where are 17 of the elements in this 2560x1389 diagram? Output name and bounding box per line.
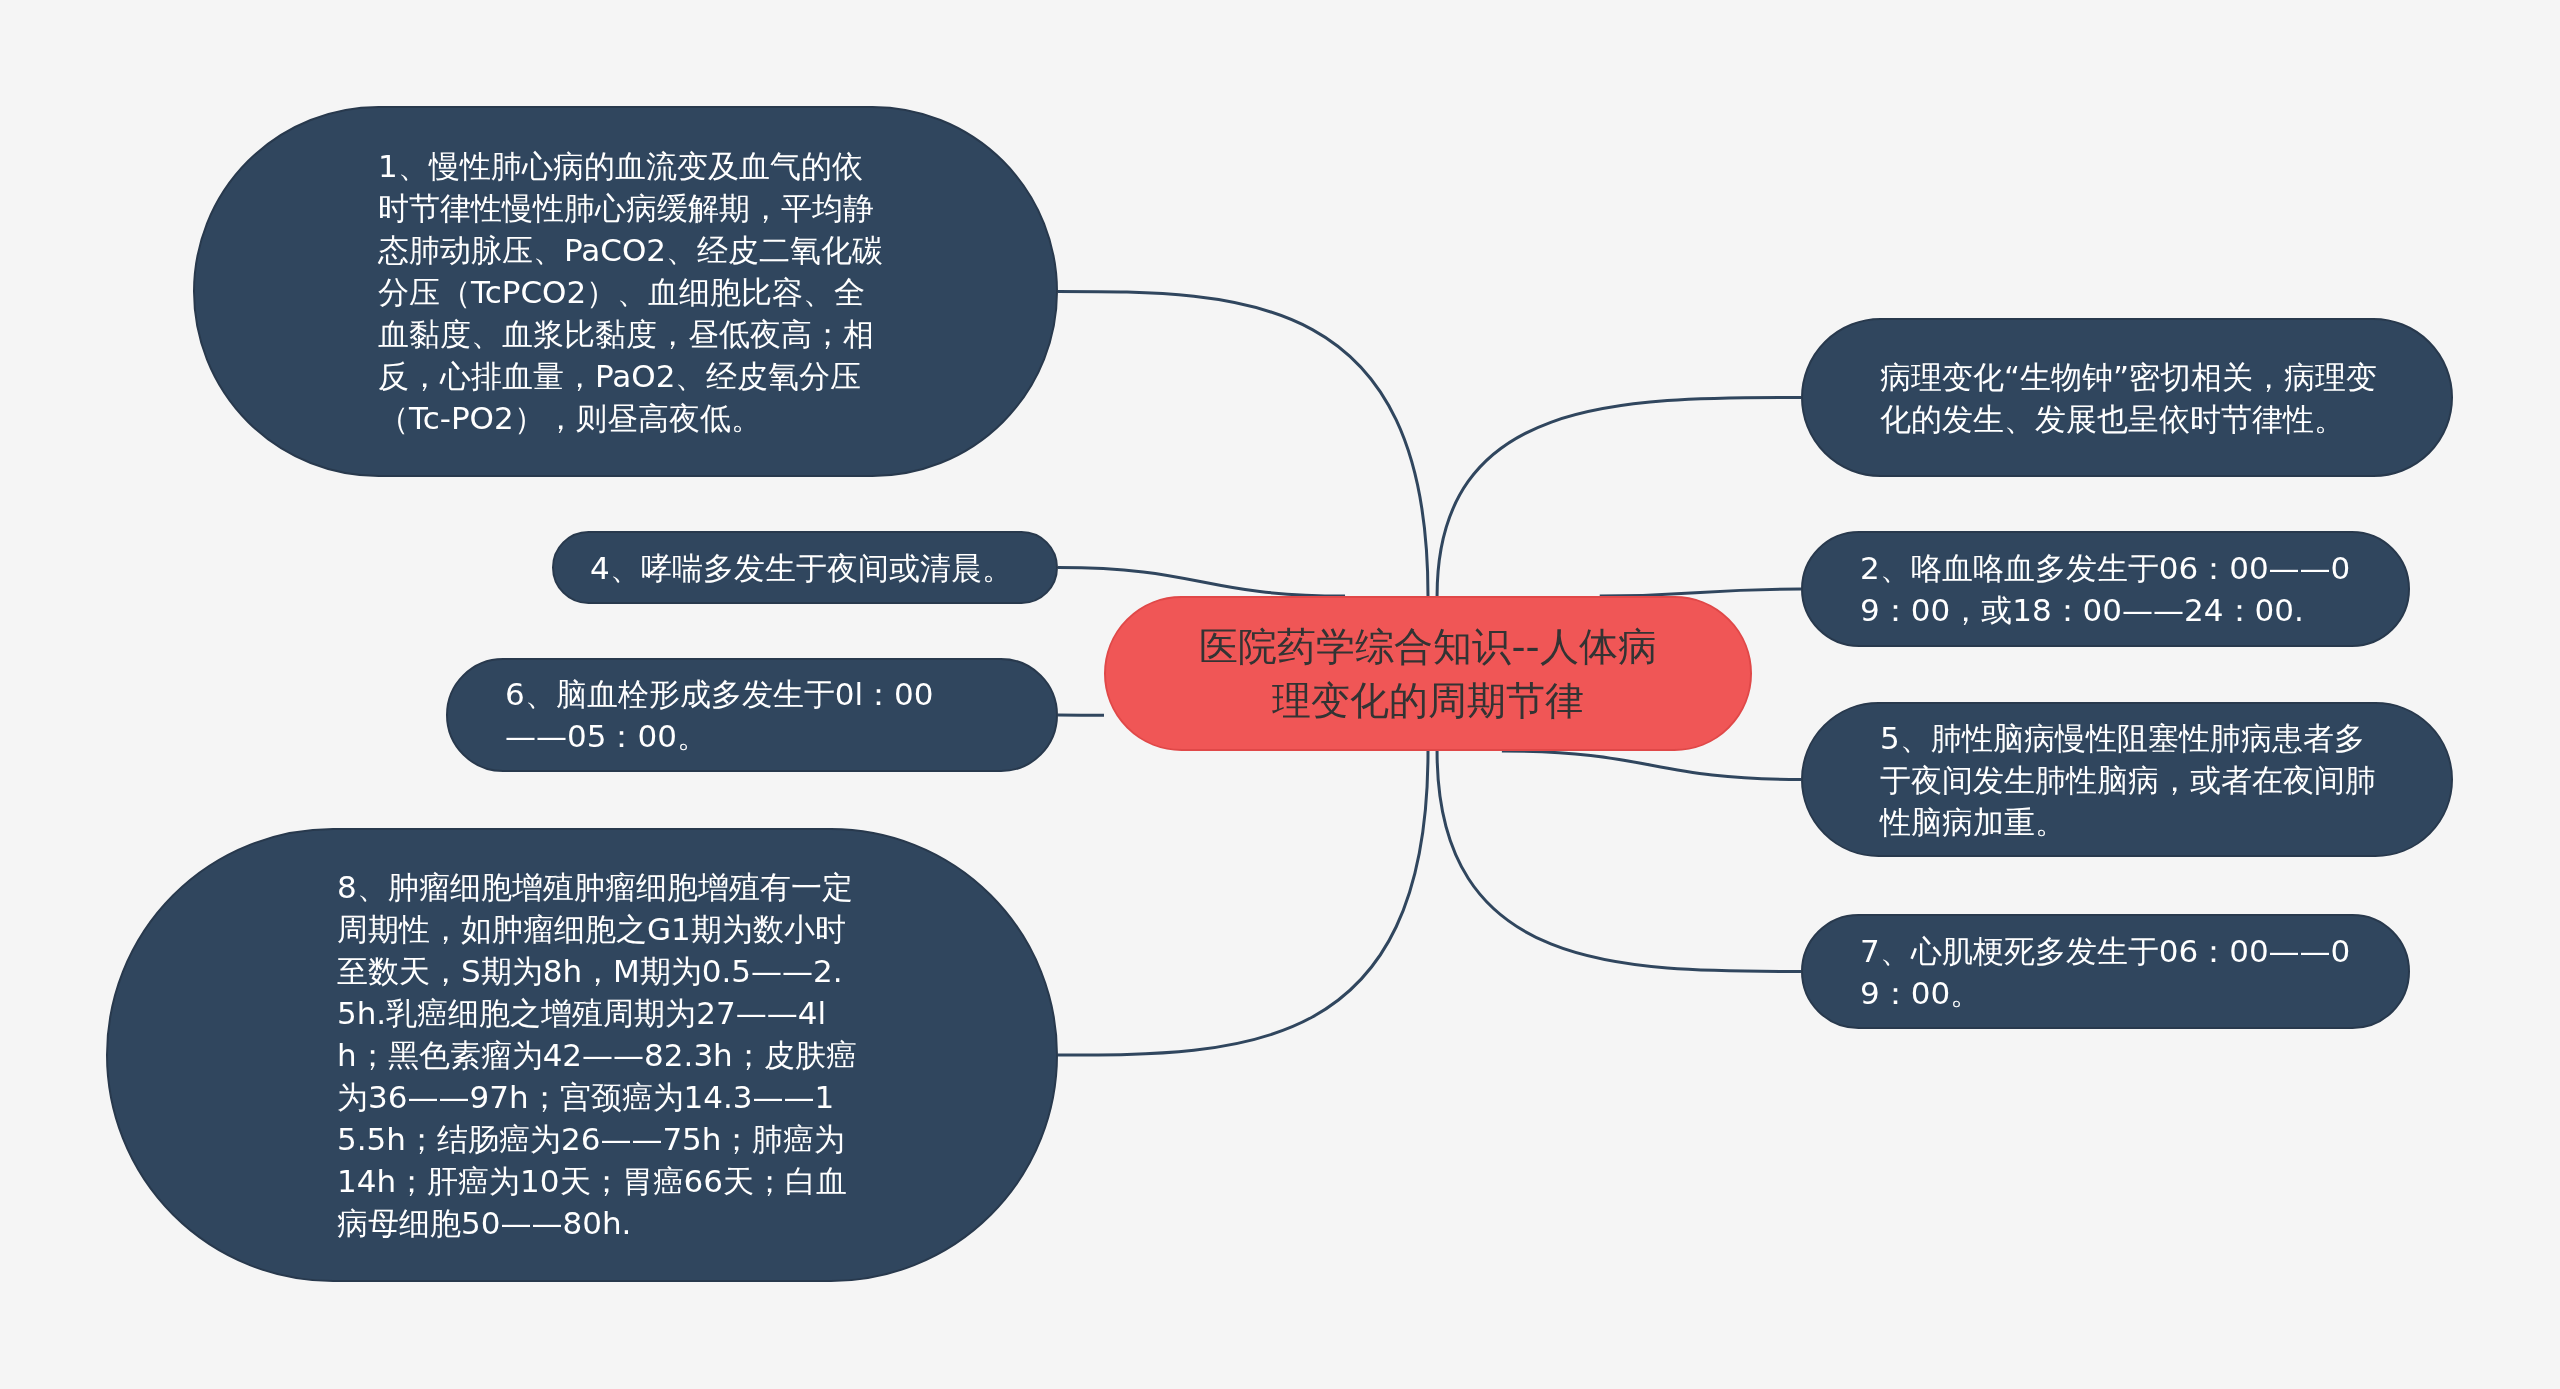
branch-text: 8、肿瘤细胞增殖肿瘤细胞增殖有一定周期性，如肿瘤细胞之G1期为数小时至数天，S期为8h，M期为0.5——2.5h.乳癌细胞之增殖周期为27——4lh；黑色素瘤为42——82.3h；皮肤癌为36——97h；宫颈癌为14.3——15.5h；结肠癌为26——75h；肺癌为14h；肝癌为10天；胃癌66天；白血病母细胞50——80h. xyxy=(337,868,857,1243)
branch-text: 病理变化“生物钟”密切相关，病理变化的发生、发展也呈依时节律性。 xyxy=(1880,357,2379,439)
connector-line xyxy=(1057,566,1346,598)
branch-text: 4、哮喘多发生于夜间或清晨。 xyxy=(590,548,1014,588)
connector-line xyxy=(1058,750,1430,1057)
branch-text: 1、慢性肺心病的血流变及血气的依时节律性慢性肺心病缓解期，平均静态肺动脉压、PaCO2、经皮二氧化碳分压（TcPCO2）、血细胞比容、全血黏度、血浆比黏度，昼低夜高；相反，心排血量，PaO2、经皮氧分压（Tc-PO2），则昼高夜低。 xyxy=(378,146,885,438)
connector-line xyxy=(1435,750,1801,973)
connector-line xyxy=(1058,713,1104,717)
connector-line xyxy=(1435,396,1801,597)
connector-line xyxy=(1599,587,1801,598)
branch-text: 6、脑血栓形成多发生于0l：00——05：00。 xyxy=(505,675,935,756)
branch-text: 2、咯血咯血多发生于06：00——09：00，或18：00——24：00. xyxy=(1860,549,2352,630)
topic-text: 医院药学综合知识--人体病理变化的周期节律 xyxy=(1198,622,1658,725)
connector-line xyxy=(1058,290,1430,597)
branch-text: 5、肺性脑病慢性阻塞性肺病患者多于夜间发生肺性脑病，或者在夜间肺性脑病加重。 xyxy=(1880,718,2377,842)
connector-line xyxy=(1501,749,1802,781)
branch-text: 7、心肌梗死多发生于06：00——09：00。 xyxy=(1860,931,2352,1013)
